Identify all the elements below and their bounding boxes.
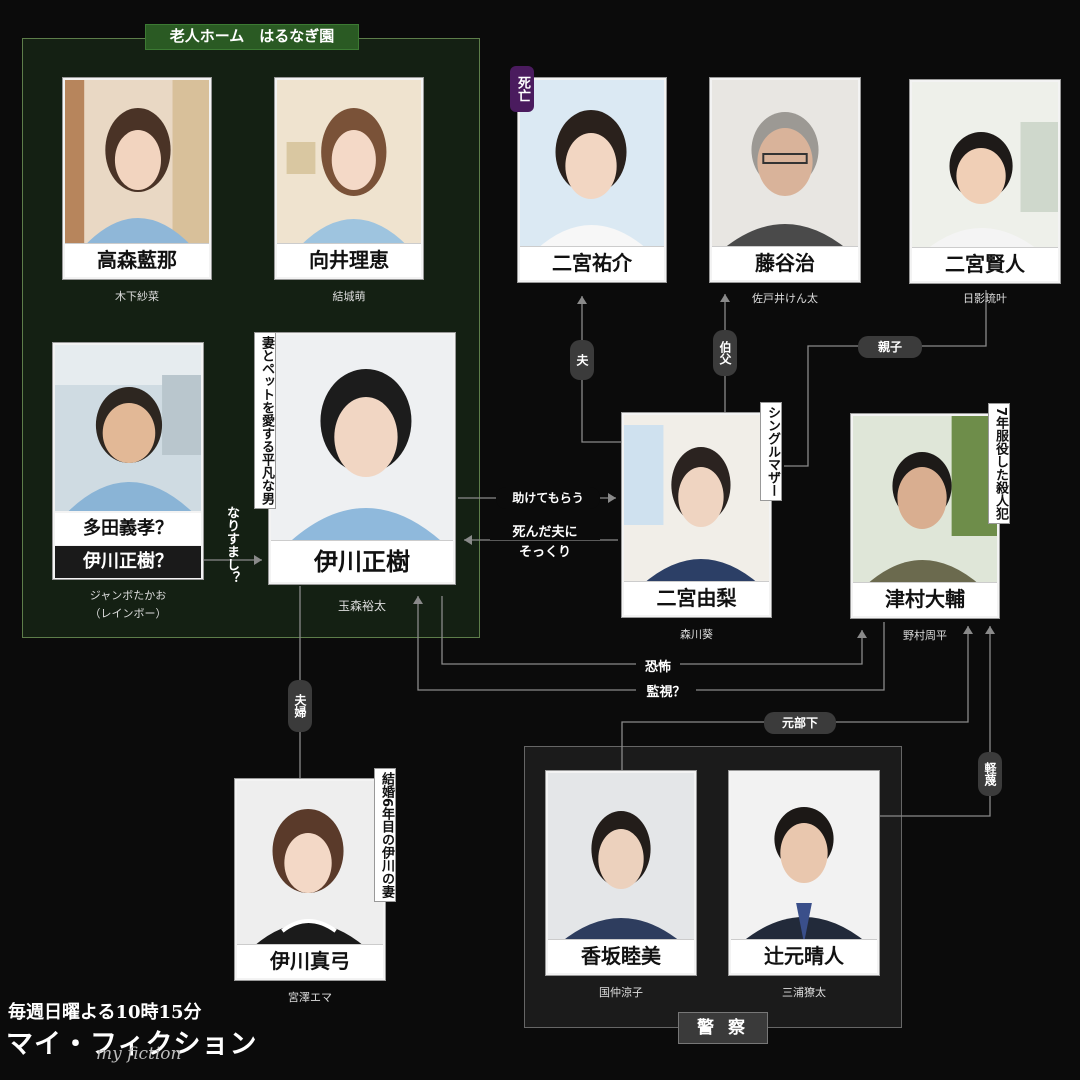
rel-uncle: 伯父 xyxy=(713,330,737,376)
card-tada[interactable]: 多田義孝？ 伊川正樹？ xyxy=(52,342,204,580)
card-takamori[interactable]: 高森藍那 xyxy=(62,77,212,280)
tag-yuri: シングルマザー xyxy=(760,402,782,501)
name-mukai: 向井理恵 xyxy=(277,243,421,277)
rel-narisumashi: なりすまし？ xyxy=(224,506,239,584)
card-tsumura[interactable]: 津村大輔 xyxy=(850,413,1000,619)
rel-help: 助けてもらう xyxy=(496,487,600,509)
portrait-tada xyxy=(55,345,201,511)
actor-mayumi: 宮澤エマ xyxy=(288,991,332,1004)
actor-mukai: 結城萌 xyxy=(332,290,366,303)
portrait-yusuke xyxy=(520,80,664,250)
actor-tsumura: 野村周平 xyxy=(903,629,947,642)
name-kento: 二宮賢人 xyxy=(912,247,1058,281)
dead-badge: 死亡 xyxy=(510,66,534,112)
portrait-mayumi xyxy=(237,781,383,947)
name-ikawa: 伊川正樹 xyxy=(271,540,453,582)
card-mayumi[interactable]: 伊川真弓 xyxy=(234,778,386,981)
rel-parent-child: 親子 xyxy=(858,336,922,358)
card-kento[interactable]: 二宮賢人 xyxy=(909,79,1061,284)
portrait-kento xyxy=(912,82,1058,250)
actor-takamori: 木下紗菜 xyxy=(115,290,159,303)
card-ikawa[interactable]: 伊川正樹 xyxy=(268,332,456,585)
card-kosaka[interactable]: 香坂睦美 xyxy=(545,770,697,976)
rel-watch: 監視？ xyxy=(636,681,696,700)
name-mayumi: 伊川真弓 xyxy=(237,944,383,978)
card-yuri[interactable]: 二宮由梨 xyxy=(621,412,772,618)
name-kosaka: 香坂睦美 xyxy=(548,939,694,973)
broadcast-schedule: 毎週日曜よる10時15分 xyxy=(8,1002,202,1023)
name-tada-alt: 伊川正樹？ xyxy=(55,546,201,578)
actor-kosaka: 国仲涼子 xyxy=(599,986,643,999)
name-fujitani: 藤谷治 xyxy=(712,246,858,280)
portrait-tsujimoto xyxy=(731,773,877,943)
show-title-script: my fiction xyxy=(96,1044,182,1064)
actor-tada-line2: （レインボー） xyxy=(89,607,167,620)
rel-former-subordinate: 元部下 xyxy=(764,712,836,734)
police-label: 警 察 xyxy=(678,1012,768,1044)
card-fujitani[interactable]: 藤谷治 xyxy=(709,77,861,283)
card-tsujimoto[interactable]: 辻元晴人 xyxy=(728,770,880,976)
show-title: マイ・フィクション xyxy=(6,1029,258,1060)
name-yuri: 二宮由梨 xyxy=(624,581,769,615)
actor-ikawa: 玉森裕太 xyxy=(337,599,386,613)
rel-fear: 恐怖 xyxy=(636,656,680,675)
tag-ikawa: 妻とペットを愛する平凡な男 xyxy=(254,332,276,509)
portrait-yuri xyxy=(624,415,769,585)
name-takamori: 高森藍那 xyxy=(65,243,209,277)
actor-kento: 日影琉叶 xyxy=(963,292,1007,305)
portrait-mukai xyxy=(277,80,421,246)
card-mukai[interactable]: 向井理恵 xyxy=(274,77,424,280)
portrait-takamori xyxy=(65,80,209,246)
name-tsumura: 津村大輔 xyxy=(853,582,997,616)
rel-resemble-line1: 死んだ夫に xyxy=(490,521,600,540)
name-tada: 多田義孝？ xyxy=(55,513,201,545)
tag-tsumura: 7年服役した殺人犯 xyxy=(988,403,1010,525)
actor-fujitani: 佐戸井けん太 xyxy=(752,292,818,305)
rel-contempt: 軽蔑 xyxy=(978,752,1002,796)
rel-married: 夫婦 xyxy=(288,680,312,732)
portrait-ikawa xyxy=(271,335,453,541)
actor-tsujimoto: 三浦獠太 xyxy=(782,986,826,999)
name-yusuke: 二宮祐介 xyxy=(520,246,664,280)
portrait-kosaka xyxy=(548,773,694,943)
portrait-tsumura xyxy=(853,416,997,586)
rel-resemble-line2: そっくり xyxy=(518,545,571,560)
tag-mayumi: 結婚6年目の伊川の妻 xyxy=(374,768,396,903)
portrait-fujitani xyxy=(712,80,858,250)
actor-tada-line1: ジャンボたかお xyxy=(89,589,167,602)
actor-yuri: 森川葵 xyxy=(680,628,713,641)
name-tsujimoto: 辻元晴人 xyxy=(731,939,877,973)
nursing-home-label: 老人ホーム はるなぎ園 xyxy=(145,24,359,50)
rel-husband: 夫 xyxy=(570,340,594,380)
card-yusuke[interactable]: 二宮祐介 xyxy=(517,77,667,283)
